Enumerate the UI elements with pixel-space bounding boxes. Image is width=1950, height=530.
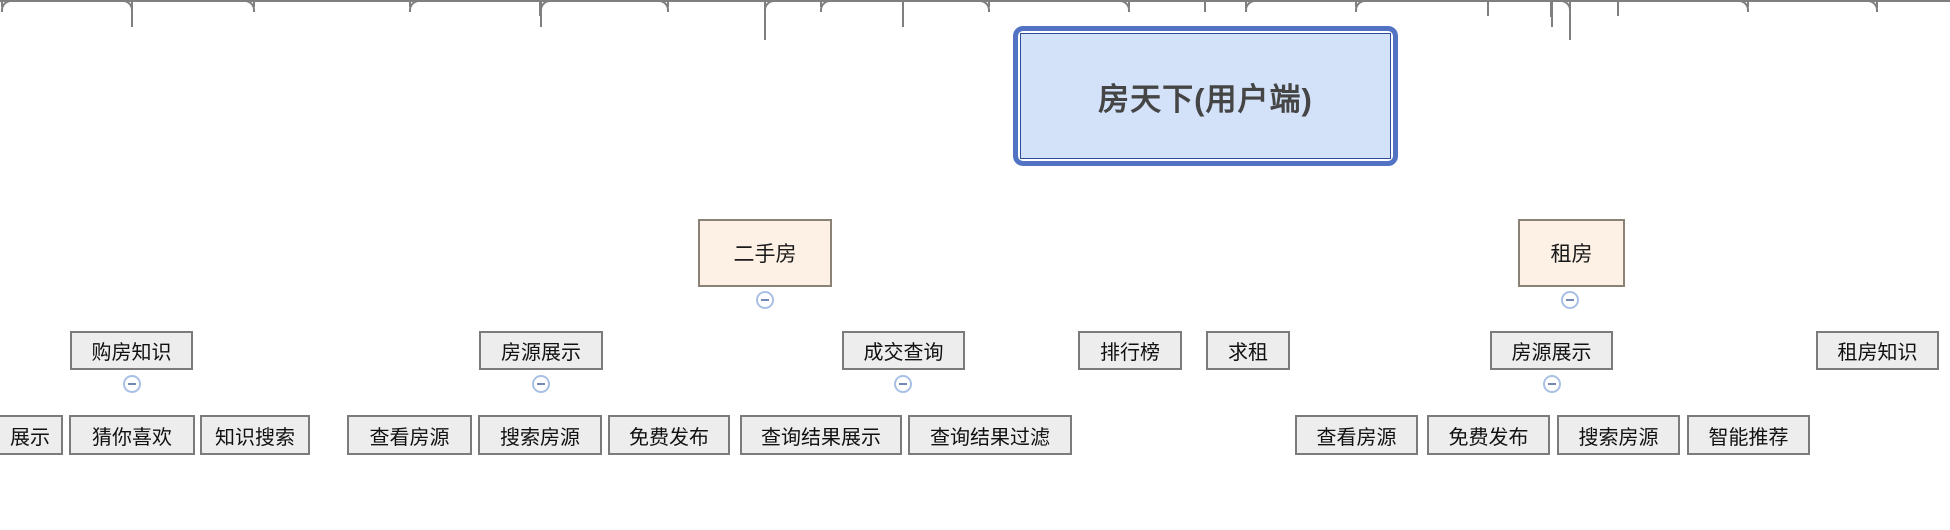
node-free-publish-renting[interactable]: 免费发布 xyxy=(1427,415,1550,455)
connector-drop xyxy=(988,0,990,7)
node-query-result-filter[interactable]: 查询结果过滤 xyxy=(908,415,1072,455)
children-line xyxy=(832,0,978,2)
connector-drop xyxy=(131,0,133,16)
connector-drop xyxy=(820,0,822,7)
connector-drop xyxy=(902,0,904,27)
connector-drop xyxy=(1551,0,1553,27)
node-view-listings-renting[interactable]: 查看房源 xyxy=(1295,415,1418,455)
node-listing-display-renting[interactable]: 房源展示 xyxy=(1490,331,1613,370)
root-drop-line xyxy=(1204,0,1206,12)
collapse-icon-deal-query[interactable] xyxy=(894,375,912,393)
minus-glyph xyxy=(1566,299,1574,301)
connector-drop xyxy=(1128,0,1130,8)
node-search-listings-secondhand[interactable]: 搜索房源 xyxy=(478,415,602,455)
node-deal-query[interactable]: 成交查询 xyxy=(842,331,965,370)
connector-drop xyxy=(1747,0,1749,7)
collapse-icon-listing-display-renting[interactable] xyxy=(1543,375,1561,393)
connector-drop xyxy=(253,0,255,7)
connector-drop xyxy=(1569,0,1571,25)
minus-glyph xyxy=(537,383,545,385)
node-ranking[interactable]: 排行榜 xyxy=(1078,331,1182,370)
connector-drop xyxy=(539,0,541,16)
node-query-result-display[interactable]: 查询结果展示 xyxy=(740,415,902,455)
connector-drop xyxy=(667,0,669,7)
collapse-icon-buying-knowledge[interactable] xyxy=(123,375,141,393)
collapse-icon-listing-display-secondhand[interactable] xyxy=(532,375,550,393)
node-smart-recommend[interactable]: 智能推荐 xyxy=(1687,415,1810,455)
node-guess-you-like[interactable]: 猜你喜欢 xyxy=(69,415,195,455)
connector-drop xyxy=(1355,0,1357,7)
connector-drop xyxy=(540,0,542,27)
root-label: 房天下(用户端) xyxy=(1020,33,1391,159)
node-renting[interactable]: 租房 xyxy=(1518,219,1625,287)
node-seek-rent[interactable]: 求租 xyxy=(1206,331,1290,370)
node-view-listings-secondhand[interactable]: 查看房源 xyxy=(347,415,472,455)
node-knowledge-search[interactable]: 知识搜索 xyxy=(200,415,310,455)
connector-drop xyxy=(409,0,411,7)
connector-drop xyxy=(1245,0,1247,8)
node-listing-display-secondhand[interactable]: 房源展示 xyxy=(479,331,603,370)
node-buying-knowledge[interactable]: 购房知识 xyxy=(70,331,193,370)
node-display-clipped[interactable]: 展示 xyxy=(0,415,63,455)
node-root[interactable]: 房天下(用户端) xyxy=(1013,26,1398,166)
node-renting-knowledge[interactable]: 租房知识 xyxy=(1816,331,1939,370)
connector-drop xyxy=(1,0,3,7)
minus-glyph xyxy=(899,383,907,385)
minus-glyph xyxy=(761,299,769,301)
minus-glyph xyxy=(1548,383,1556,385)
node-search-listings-renting[interactable]: 搜索房源 xyxy=(1557,415,1680,455)
connector-drop xyxy=(1487,0,1489,16)
connector-drop xyxy=(764,0,766,25)
children-line xyxy=(13,0,243,2)
minus-glyph xyxy=(128,383,136,385)
connector-drop xyxy=(1876,0,1878,8)
collapse-icon-renting[interactable] xyxy=(1561,291,1579,309)
children-line xyxy=(1367,0,1737,2)
collapse-icon-second-hand-housing[interactable] xyxy=(756,291,774,309)
connector-drop xyxy=(1617,0,1619,16)
node-free-publish-secondhand[interactable]: 免费发布 xyxy=(608,415,730,455)
node-second-hand-housing[interactable]: 二手房 xyxy=(698,219,832,287)
